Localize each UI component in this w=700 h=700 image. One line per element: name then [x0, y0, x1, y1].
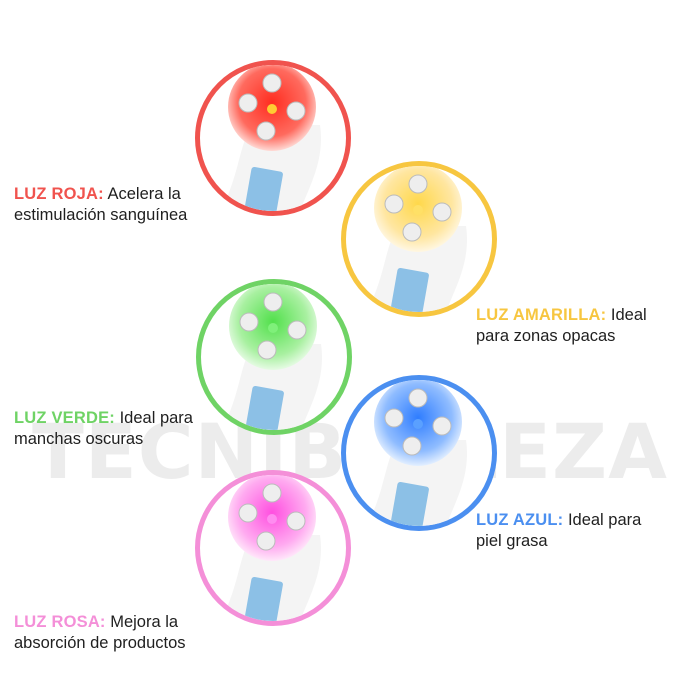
green-light-caption: LUZ VERDE: Ideal para manchas oscuras [14, 408, 193, 450]
blue-light-desc-line1: Ideal para [567, 511, 642, 529]
yellow-light-device-image [341, 161, 497, 317]
pink-light-caption: LUZ ROSA: Mejora la absorción de product… [14, 612, 186, 654]
red-light-desc-line2: estimulación sanguínea [14, 206, 188, 224]
blue-light-device-illustration [374, 380, 467, 526]
red-light-caption: LUZ ROJA: Acelera la estimulación sanguí… [14, 184, 187, 226]
pink-light-desc-line2: absorción de productos [14, 634, 186, 652]
yellow-light-desc-line1: Ideal [610, 306, 647, 324]
yellow-light-device-illustration [374, 166, 467, 312]
green-light-label: LUZ VERDE: [14, 409, 115, 427]
red-light-label: LUZ ROJA: [14, 185, 104, 203]
pink-light-device-illustration [228, 475, 321, 621]
green-light-device-illustration [229, 284, 322, 430]
yellow-light-caption: LUZ AMARILLA: Ideal para zonas opacas [476, 305, 647, 347]
blue-light-caption: LUZ AZUL: Ideal para piel grasa [476, 510, 641, 552]
blue-light-label: LUZ AZUL: [476, 511, 564, 529]
blue-light-device-image [341, 375, 497, 531]
green-light-device-image [196, 279, 352, 435]
pink-light-label: LUZ ROSA: [14, 613, 106, 631]
red-light-desc-line1: Acelera la [107, 185, 181, 203]
green-light-desc-line1: Ideal para [119, 409, 193, 427]
red-light-device-illustration [228, 65, 321, 211]
blue-light-desc-line2: piel grasa [476, 532, 548, 550]
yellow-light-label: LUZ AMARILLA: [476, 306, 607, 324]
pink-light-device-image [195, 470, 351, 626]
pink-light-desc-line1: Mejora la [110, 613, 179, 631]
green-light-desc-line2: manchas oscuras [14, 430, 144, 448]
red-light-device-image [195, 60, 351, 216]
yellow-light-desc-line2: para zonas opacas [476, 327, 616, 345]
